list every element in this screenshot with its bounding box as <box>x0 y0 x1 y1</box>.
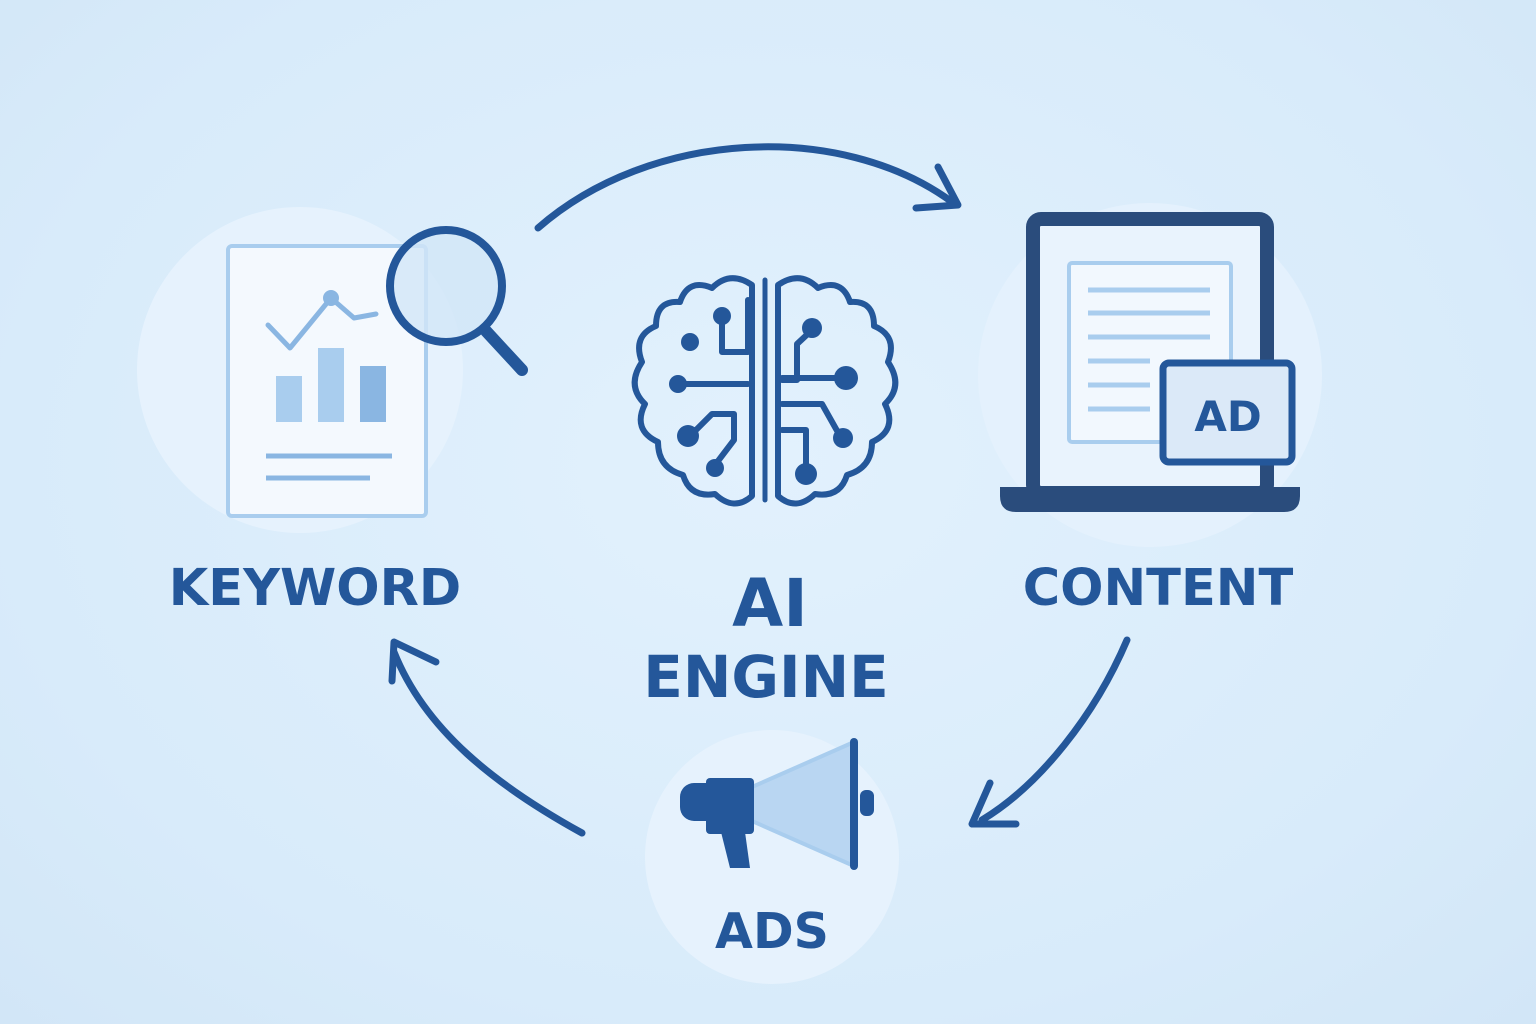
circuit-lb <box>687 411 737 468</box>
keyword-label: KEYWORD <box>169 559 462 618</box>
arrow-ads-to-keyword-head <box>388 638 440 685</box>
brain-circuit-icon <box>631 275 899 507</box>
trend-point <box>323 290 339 306</box>
content-label: CONTENT <box>1023 559 1294 618</box>
megaphone-body <box>706 778 754 834</box>
megaphone-handle <box>721 832 750 868</box>
content-laptop-icon: AD <box>1000 212 1300 512</box>
megaphone-rim <box>860 790 874 816</box>
ad-badge <box>1159 359 1296 466</box>
arrow-content-to-ads-head <box>968 779 1020 828</box>
megaphone-icon <box>680 738 874 870</box>
ads-label: ADS <box>715 903 829 960</box>
arrow-ads-to-keyword <box>390 648 586 837</box>
circuit-rt <box>779 327 815 383</box>
engine-label-engine: ENGINE <box>643 643 889 711</box>
bar-3 <box>360 366 386 422</box>
bar-1 <box>276 376 302 422</box>
brain-left-hemisphere <box>631 275 755 507</box>
keyword-report-icon <box>226 244 428 518</box>
circuit-rb2 <box>779 427 809 473</box>
engine-label-ai: AI <box>732 565 808 642</box>
laptop-base <box>1000 487 1300 512</box>
circuit-lt <box>719 297 751 355</box>
arrow-keyword-to-content-head <box>912 163 962 212</box>
circuit-rb1 <box>779 401 843 439</box>
brain-right-hemisphere <box>775 275 899 507</box>
magnifier-icon <box>386 226 528 376</box>
arrow-content-to-ads <box>978 636 1131 824</box>
magnifier-lens <box>386 226 506 346</box>
bar-2 <box>318 348 344 422</box>
magnifier-handle <box>480 325 528 376</box>
ad-badge-label: AD <box>1194 392 1261 441</box>
content-text-lines <box>1088 287 1210 412</box>
arrow-keyword-to-content <box>534 143 956 232</box>
cycle-arrows <box>388 143 1131 837</box>
brain-circuit-nodes <box>669 307 858 485</box>
